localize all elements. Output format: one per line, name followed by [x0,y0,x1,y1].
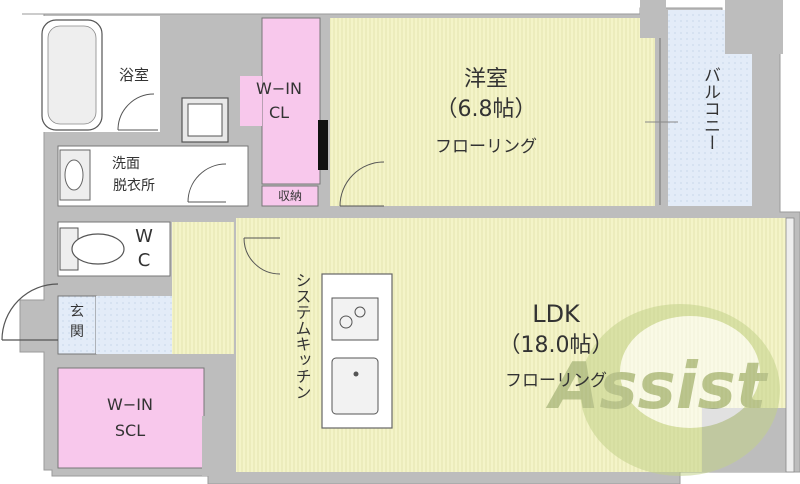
balcony-label: バルコニー [700,66,720,151]
storage-floor [261,185,319,207]
western-room-name: 洋室 [464,67,508,92]
hallway-tile [96,296,172,354]
assist-watermark: Assist [545,304,780,476]
ldk-window [785,217,795,473]
washroom-door-swing [187,163,227,203]
wc-label-2: C [138,250,151,271]
kitchen-sink [331,357,379,415]
western-door-swing [339,161,385,207]
washroom-label-2: 脱衣所 [113,178,155,194]
walkin-closet-notch [240,76,262,126]
walkin-closet-floor [261,17,321,185]
balcony-pillar-right [725,0,783,54]
walkin-scl-floor [57,367,205,469]
bath-door-swing [117,93,158,131]
entrance-label-1: 玄 [70,303,84,320]
entrance-label-2: 関 [70,324,84,340]
bathtub-inner [47,25,97,125]
storage-label: 収納 [278,189,302,203]
balcony-pillar [640,0,666,38]
walkin-scl-label-1: W−IN [107,395,153,414]
western-room-floor-type: フローリング [435,137,537,157]
hallway-floor [172,222,234,354]
walkin-cl-label-1: W−IN [256,79,302,98]
entrance-floor [57,295,97,355]
ldk-name: LDK [532,300,581,328]
ldk-size: （18.0帖） [499,333,614,358]
bath-label: 浴室 [119,66,149,84]
western-room-floor [330,18,655,206]
watermark-text: Assist [545,350,769,424]
cooktop [331,297,379,341]
ldk-door-swing [243,237,281,275]
wc-label-1: W [135,226,153,247]
walkin-cl-label-2: CL [269,103,289,122]
washroom-label-1: 洗面 [112,156,140,172]
closet-door-panel [318,120,328,170]
entrance-door-swing [1,283,59,341]
western-room-size: （6.8帖） [436,97,537,122]
walkin-scl-label-2: SCL [115,421,145,440]
toilet-bowl [71,233,125,265]
ldk-floor-type: フローリング [505,371,607,391]
kitchen-label: システムキッチン [293,272,312,400]
